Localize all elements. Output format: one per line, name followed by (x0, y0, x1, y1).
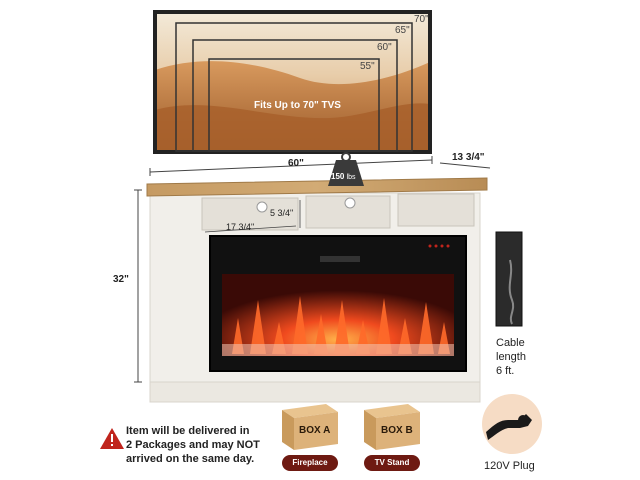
cable-length-label: Cable length 6 ft. (496, 337, 526, 377)
cable-hole-left (256, 201, 268, 213)
box-a-illustration (282, 404, 338, 450)
shelf-left (201, 197, 299, 231)
box-a-label: BOX A (299, 425, 331, 436)
fireplace-crystals (222, 344, 454, 356)
weight-label: 150 lbs (331, 172, 356, 181)
weight-tag (328, 160, 364, 186)
tv-size-55: 55" (360, 61, 375, 72)
tv-stand-base (149, 381, 481, 403)
shelf-width-label: 17 3/4" (226, 222, 255, 232)
tv-size-70: 70" (414, 14, 429, 25)
width-label: 60" (288, 158, 304, 169)
box-b-illustration (364, 404, 420, 450)
depth-dimension-line (439, 162, 491, 169)
power-cable (508, 259, 515, 325)
height-label: 32" (113, 274, 129, 285)
delivery-warning: Item will be delivered in 2 Packages and… (126, 425, 260, 465)
box-b-label: BOX B (381, 425, 413, 436)
tv-fit-caption: Fits Up to 70" TVS (254, 100, 341, 111)
tv-size-60: 60" (377, 42, 392, 53)
width-dimension-line (149, 159, 433, 173)
tv-size-65: 65" (395, 25, 410, 36)
box-a-caption: Fireplace (282, 455, 338, 471)
tv-bezel (153, 10, 432, 154)
control-panel-leds (428, 244, 450, 248)
cable-hole-right (344, 197, 356, 209)
fireplace-vent (320, 256, 360, 262)
tv-stand-top (146, 177, 488, 197)
fireplace-side-panel (495, 231, 523, 327)
plug-label: 120V Plug (484, 460, 535, 472)
shelf-height-label: 5 3/4" (270, 208, 294, 218)
shelf-right (397, 193, 475, 227)
desert-dune-front (155, 103, 430, 152)
box-b-caption: TV Stand (364, 455, 420, 471)
tv-outline-55 (208, 58, 380, 152)
depth-label: 13 3/4" (452, 152, 485, 163)
